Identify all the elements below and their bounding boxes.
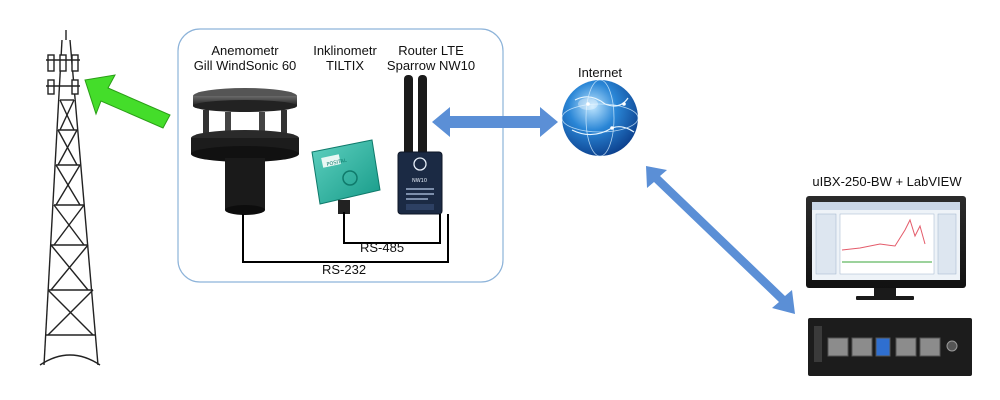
anemometer-label-line1: Anemometr <box>211 43 279 58</box>
rs232-label: RS-232 <box>322 262 367 277</box>
inclinometer-label: Inklinometr TILTIX <box>300 43 390 73</box>
anemometer-label-line2: Gill WindSonic 60 <box>193 58 297 73</box>
router-device-icon: NW10 <box>397 75 443 215</box>
router-label-line1: Router LTE <box>398 43 464 58</box>
monitor-icon <box>806 196 966 300</box>
internet-globe-icon <box>561 79 639 157</box>
router-internet-link-arrow <box>432 107 558 137</box>
anemometer-device-icon <box>191 88 299 215</box>
green-wireless-arrow <box>84 74 171 129</box>
internet-controller-link-arrow <box>646 166 795 314</box>
inclinometer-device-icon: POSITAL <box>311 139 381 214</box>
controller-label: uIBX-250-BW + LabVIEW <box>812 174 962 189</box>
router-brand: NW10 <box>412 178 427 184</box>
cables <box>242 212 449 263</box>
rs485-cable <box>343 212 441 244</box>
inclinometer-label-line2: TILTIX <box>325 58 365 73</box>
internet-label: Internet <box>577 65 623 80</box>
telecom-tower-icon <box>39 30 101 366</box>
sensor-group-box <box>177 28 504 283</box>
rs232-cable <box>242 214 449 263</box>
rs485-label: RS-485 <box>360 240 405 255</box>
router-label: Router LTE Sparrow NW10 <box>378 43 484 73</box>
inclinometer-brand: POSITAL <box>326 158 347 168</box>
anemometer-label: Anemometr Gill WindSonic 60 <box>180 43 310 73</box>
box-pc-icon <box>808 318 972 376</box>
inclinometer-label-line1: Inklinometr <box>313 43 377 58</box>
router-label-line2: Sparrow NW10 <box>386 58 476 73</box>
